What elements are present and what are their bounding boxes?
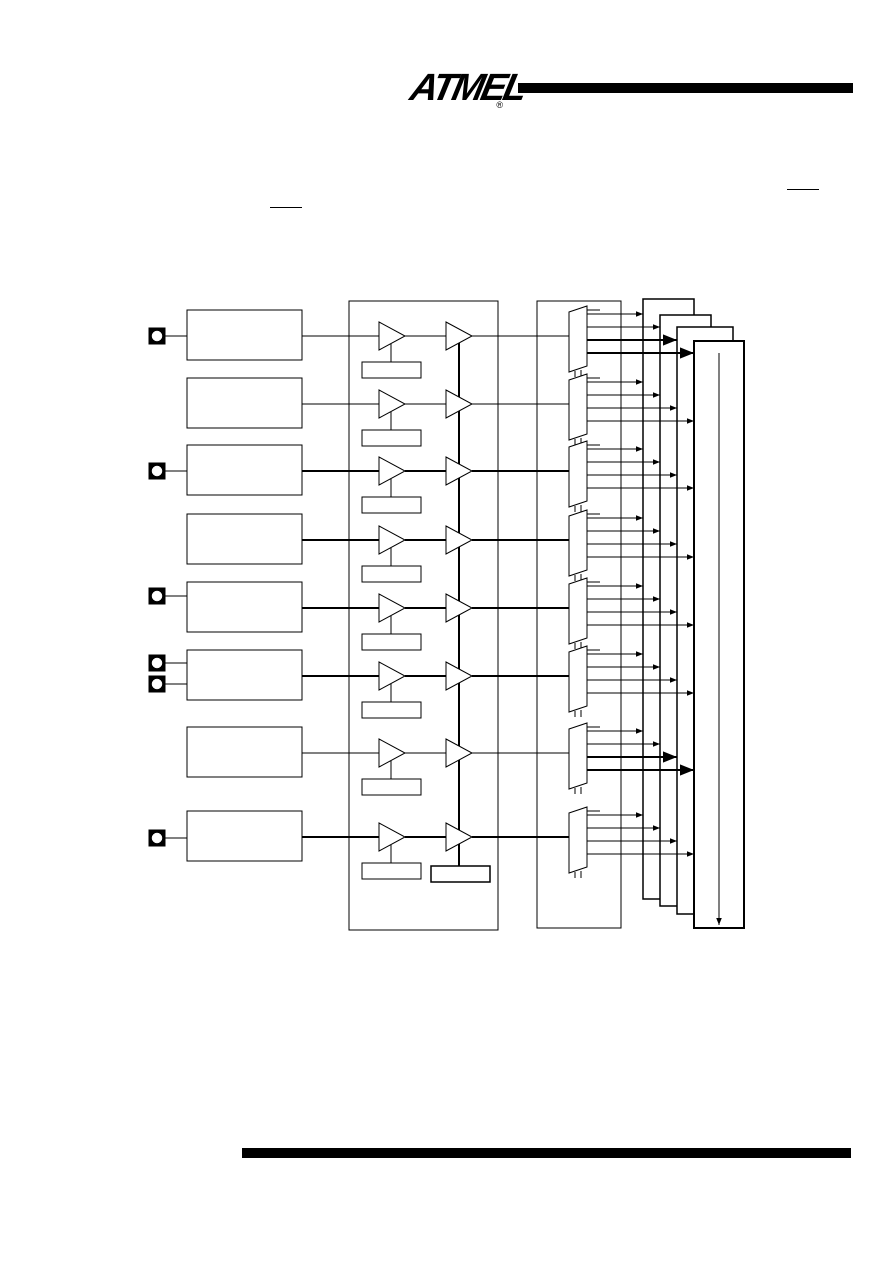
source-block-4	[186, 513, 303, 565]
stage1-buffer-6	[378, 661, 407, 691]
pin-5-socket	[151, 678, 163, 690]
mux-8	[568, 806, 588, 874]
atmel-logo: ATMEL ®	[407, 66, 529, 110]
source-block-1	[186, 309, 303, 361]
stage2-buffer-8	[445, 822, 474, 852]
pin-6-socket	[151, 832, 163, 844]
stage1-buffer-7	[378, 738, 407, 768]
stage2-buffer-3	[445, 456, 474, 486]
stage1-buffer-1	[378, 321, 407, 351]
stage2-buffer-6	[445, 661, 474, 691]
overbar-mark-left	[270, 207, 302, 208]
source-block-7	[186, 726, 303, 778]
pin-1-socket	[151, 330, 163, 342]
source-block-8	[186, 810, 303, 862]
buffer-control-box-4	[361, 565, 422, 583]
header-rule	[518, 83, 853, 93]
mux-1	[568, 305, 588, 373]
buffer-control-box-5	[361, 633, 422, 651]
stage2-buffer-4	[445, 525, 474, 555]
stage2-buffer-7	[445, 738, 474, 768]
stage1-buffer-3	[378, 456, 407, 486]
stage1-buffer-8	[378, 822, 407, 852]
pin-4-socket	[151, 657, 163, 669]
mux-column-frame	[536, 300, 622, 929]
footer-rule	[242, 1148, 851, 1158]
buffer-column-frame	[348, 300, 499, 931]
mux-7	[568, 722, 588, 790]
source-block-2	[186, 377, 303, 429]
registered-mark: ®	[496, 100, 503, 110]
overbar-mark-right	[787, 189, 819, 190]
stage2-buffer-1	[445, 321, 474, 351]
source-block-5	[186, 581, 303, 633]
buffer-control-box-1	[361, 361, 422, 379]
stage2-buffer-2	[445, 389, 474, 419]
source-block-6	[186, 649, 303, 701]
stage1-buffer-4	[378, 525, 407, 555]
mux-3	[568, 440, 588, 508]
mux-6	[568, 645, 588, 713]
stage1-buffer-2	[378, 389, 407, 419]
source-block-3	[186, 444, 303, 496]
mux-5	[568, 577, 588, 645]
buffer-control-box-6	[361, 701, 422, 719]
mux-2	[568, 373, 588, 441]
buffer-control-box-8	[361, 862, 422, 880]
mux-4	[568, 509, 588, 577]
stage2-buffer-5	[445, 593, 474, 623]
buffer-control-box-3	[361, 496, 422, 514]
stage1-buffer-5	[378, 593, 407, 623]
buffer-control-box-2	[361, 429, 422, 447]
pin-2-socket	[151, 465, 163, 477]
buffer-control-box-7	[361, 778, 422, 796]
pin-3-socket	[151, 590, 163, 602]
stage2-control-box	[430, 865, 491, 883]
